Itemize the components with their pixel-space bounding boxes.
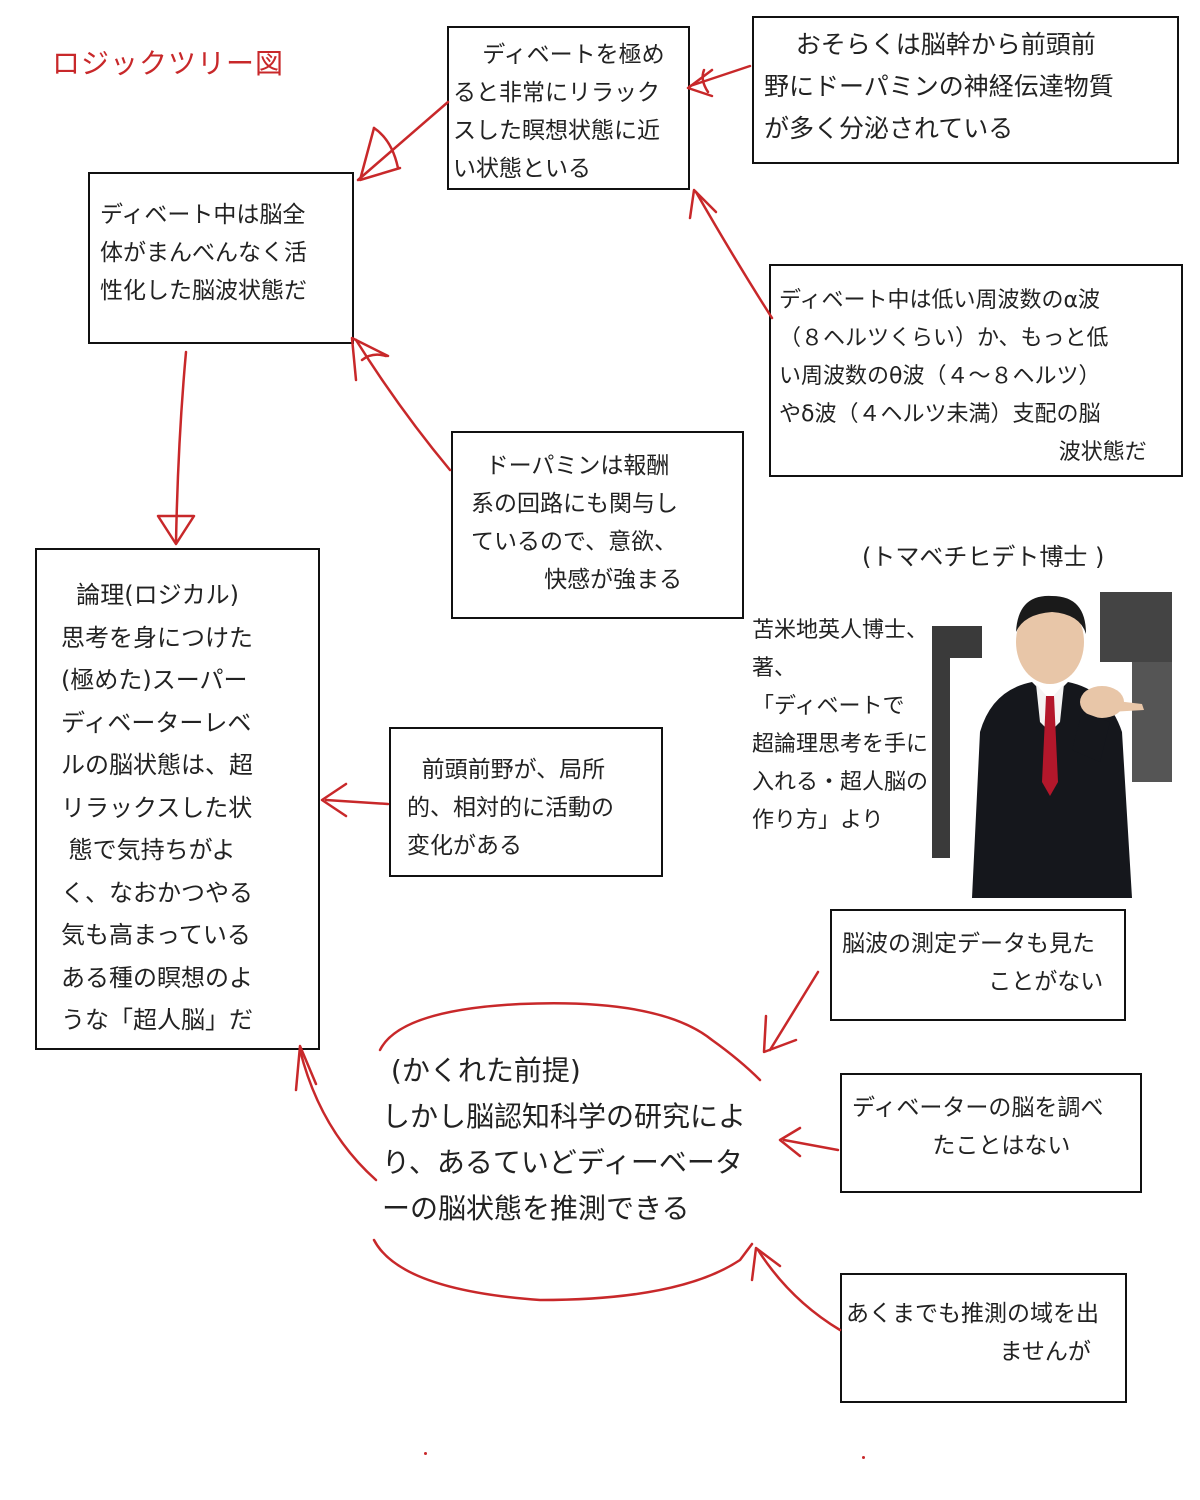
arrow-head xyxy=(762,1014,798,1054)
arrow-head xyxy=(156,514,196,546)
arrow-head xyxy=(294,1044,318,1092)
arrow-right2-to-top xyxy=(694,190,774,320)
arrow-topright-to-top xyxy=(688,64,752,88)
arrow-head-mark xyxy=(360,353,388,362)
arrow-left1-to-main xyxy=(174,350,188,544)
arrow-frontal-to-main xyxy=(324,798,390,806)
arrow-dopa-to-left1 xyxy=(354,338,452,472)
arrow-head xyxy=(688,188,718,220)
box-super-brain-conclusion: 論理(ロジカル) 思考を身につけた (極めた)スーパー ディベーターレベ ルの脳… xyxy=(35,548,320,1050)
box-brainwave-frequencies: ディベート中は低い周波数のα波 （８ヘルツくらい）か、もっと低 い周波数のθ波（… xyxy=(769,264,1183,477)
arrow-head-mark xyxy=(701,68,710,94)
box-no-debater-study: ディベーターの脳を調べ たことはない xyxy=(840,1073,1142,1193)
stray-dot xyxy=(424,1452,427,1455)
arrow-top-to-left1 xyxy=(356,100,450,182)
arrow-guess-to-premise xyxy=(756,1248,842,1332)
arrow-head xyxy=(778,1126,802,1158)
box-debate-relaxed-meditation: ディベートを極め ると非常にリラック スした瞑想状態に近 い状態といる xyxy=(447,26,690,190)
box-frontal-lobe-change: 前頭前野が、局所 的、相対的に活動の 変化がある xyxy=(389,727,663,877)
box-no-eeg-data: 脳波の測定データも見た ことがない xyxy=(830,909,1126,1021)
box-only-speculation: あくまでも推測の域を出 ませんが xyxy=(840,1273,1127,1403)
arrow-head xyxy=(320,782,348,818)
arrow-head xyxy=(686,68,714,98)
stray-dot xyxy=(862,1456,865,1459)
box-dopamine-secretion: おそらくは脳幹から前頭前 野にドーパミンの神経伝達物質 が多く分泌されている xyxy=(752,16,1179,164)
diagram-title: ロジックツリー図 xyxy=(52,47,285,80)
premise-top-arc xyxy=(378,1002,762,1082)
box-dopamine-reward: ドーパミンは報酬 系の回路にも関与し ているので、意欲、 快感が強まる xyxy=(451,431,744,619)
arrow-debater-to-premise xyxy=(782,1138,840,1152)
arrow-eeg-to-premise xyxy=(768,970,820,1052)
arrow-head xyxy=(750,1246,782,1282)
arrow-head xyxy=(358,126,402,182)
person-pointing-photo xyxy=(932,592,1172,898)
arrow-head xyxy=(350,336,390,382)
hidden-premise-text: (かくれた前提) しかし脳認知科学の研究によ り、あるていどディーベータ ーの脳… xyxy=(382,1054,747,1225)
book-citation: 苫米地英人博士、 著、 「ディベートで 超論理思考を手に 入れる・超人脳の 作り… xyxy=(752,618,929,833)
arrow-head-mark xyxy=(372,126,400,170)
doctor-label: (トマベチヒデト博士 ) xyxy=(862,543,1105,571)
arrow-premise-to-main xyxy=(298,1048,378,1182)
box-whole-brain-activation: ディベート中は脳全 体がまんべんなく活 性化した脳波状態だ xyxy=(88,172,354,344)
premise-bottom-arc xyxy=(372,1238,754,1302)
